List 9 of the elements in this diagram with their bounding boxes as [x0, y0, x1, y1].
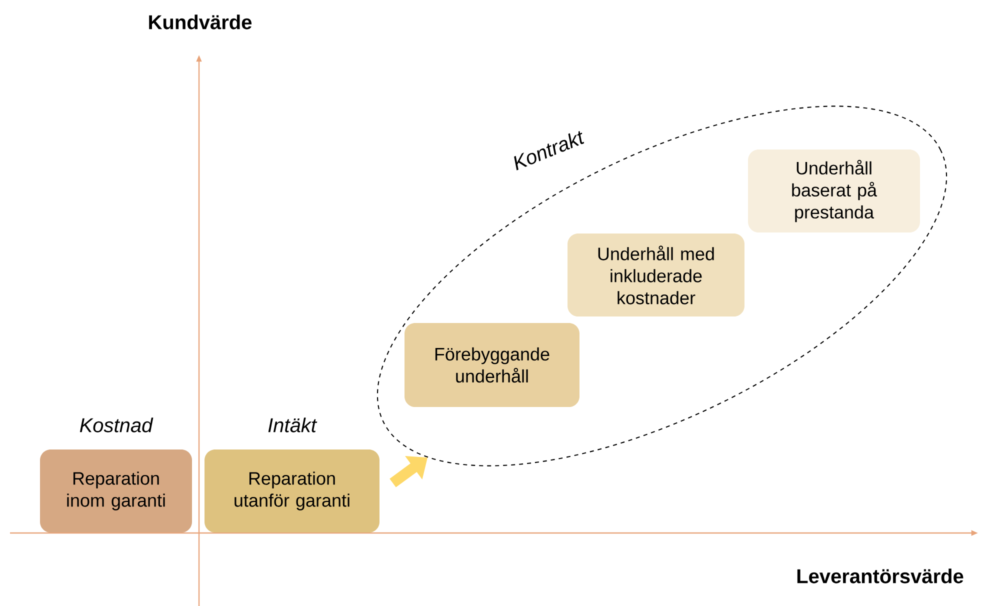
- category-label: Kostnad: [80, 418, 154, 432]
- category-label: Intäkt: [268, 418, 318, 432]
- axis-title: Leverantörsvärde: [797, 568, 964, 584]
- process-box: Reparation inom garanti: [40, 450, 192, 532]
- axis-title: Kundvärde: [149, 14, 252, 30]
- process-box: Förebyggande underhåll: [404, 323, 580, 407]
- process-box: Underhåll baserat på prestanda: [748, 150, 920, 232]
- process-box: Underhåll med inkluderade kostnader: [568, 234, 744, 316]
- process-box: Reparation utanför garanti: [204, 450, 380, 532]
